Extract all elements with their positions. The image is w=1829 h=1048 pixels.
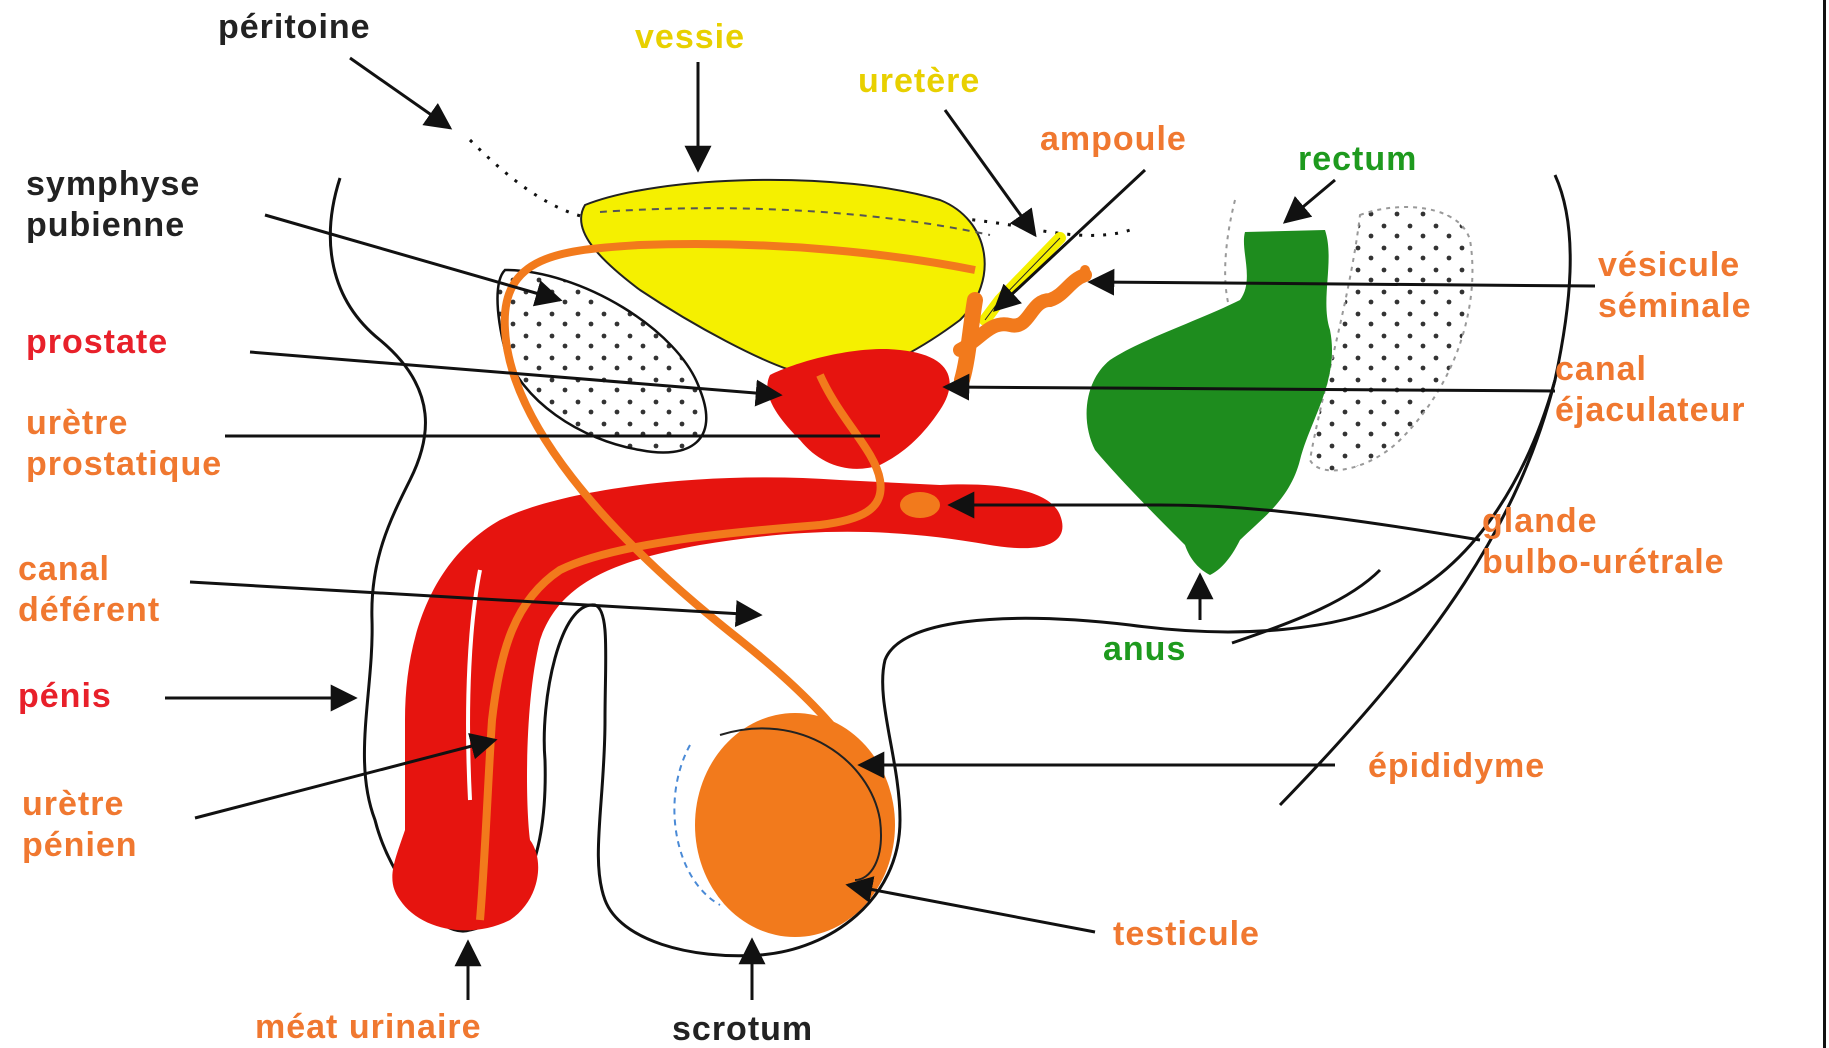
label-canal-def-2: déférent	[18, 591, 160, 629]
label-meat: méat urinaire	[255, 1008, 482, 1046]
label-glande-2: bulbo-urétrale	[1482, 543, 1725, 581]
prostate-shape	[767, 349, 949, 469]
label-symphyse-1: symphyse	[26, 165, 200, 203]
label-vessie: vessie	[635, 18, 745, 56]
label-canal-def-1: canal	[18, 550, 110, 588]
label-canal-ejac-2: éjaculateur	[1555, 391, 1746, 429]
label-uretre-pen-2: pénien	[22, 826, 138, 864]
label-prostate: prostate	[26, 323, 168, 361]
label-testicule: testicule	[1113, 915, 1260, 953]
label-scrotum: scrotum	[672, 1010, 813, 1048]
label-rectum: rectum	[1298, 140, 1417, 178]
label-uretere: uretère	[858, 62, 980, 100]
label-uretre-prost-2: prostatique	[26, 445, 222, 483]
label-vesicule-1: vésicule	[1598, 246, 1740, 284]
label-ampoule: ampoule	[1040, 120, 1187, 158]
label-uretre-prost-1: urètre	[26, 404, 128, 442]
label-canal-ejac-1: canal	[1555, 350, 1647, 388]
glande-bulbo-shape	[900, 492, 940, 518]
label-glande-1: glande	[1482, 502, 1598, 540]
label-epididyme: épididyme	[1368, 747, 1545, 785]
label-penis: pénis	[18, 677, 112, 715]
label-uretre-pen-1: urètre	[22, 785, 124, 823]
label-anus: anus	[1103, 630, 1186, 668]
label-vesicule-2: séminale	[1598, 287, 1752, 325]
label-peritoine: péritoine	[218, 8, 371, 46]
label-symphyse-2: pubienne	[26, 206, 185, 244]
testis-shape	[674, 713, 895, 937]
